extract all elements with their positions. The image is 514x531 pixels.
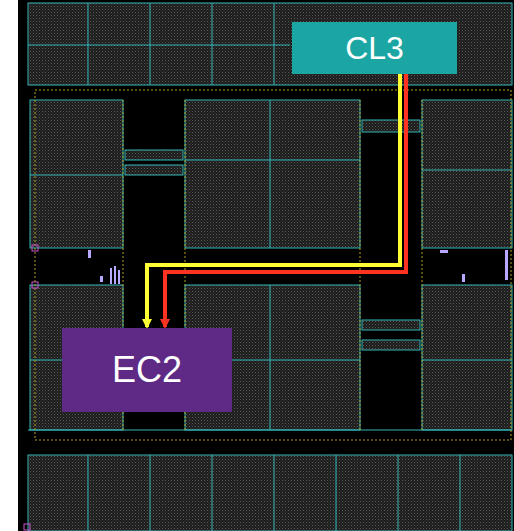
source-block: CL3 [292,22,457,74]
signal-arrow [147,74,400,327]
signal-arrow [165,74,406,327]
block-label: CL3 [345,30,404,67]
block-label: EC2 [112,349,182,391]
target-block: EC2 [62,328,232,412]
